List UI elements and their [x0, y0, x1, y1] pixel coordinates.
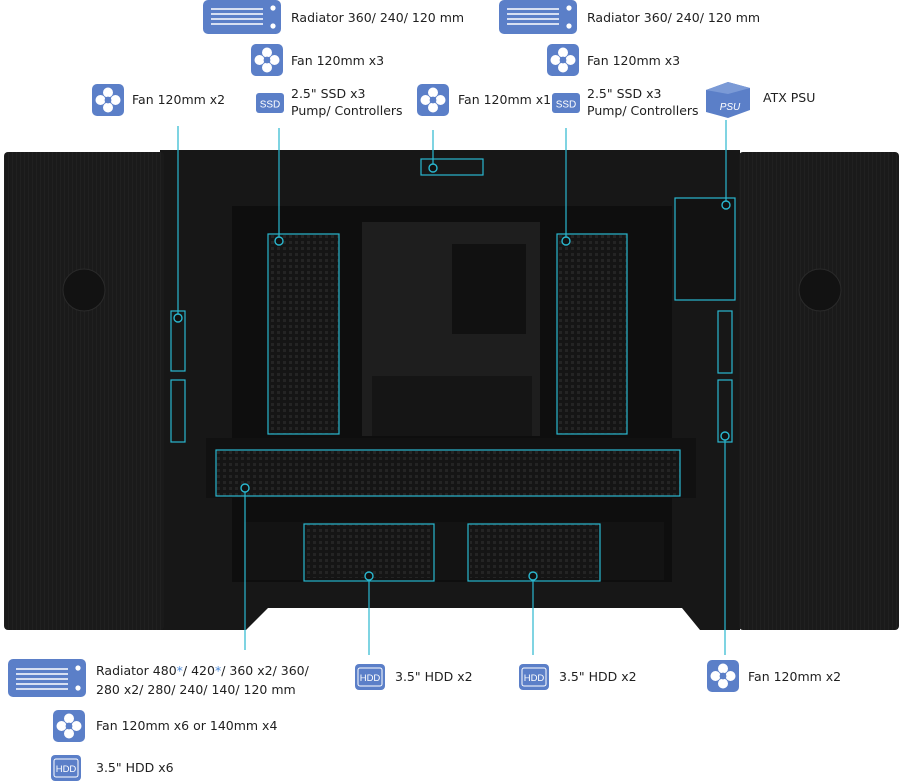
left-fan-label: Fan 120mm x2: [132, 92, 226, 107]
hdd-icon: HDD: [519, 664, 549, 690]
bottom-radiator-label-1: Radiator 480*/ 420*/ 360 x2/ 360/: [96, 662, 309, 680]
bottom-radiator-asterisk: *: [176, 663, 183, 678]
bottom-radiator-text-b: / 420: [182, 663, 215, 678]
top-right-ssd-label-2: Pump/ Controllers: [587, 103, 699, 118]
ssd-icon: SSD: [256, 93, 284, 113]
ssd-icon-text: SSD: [260, 100, 281, 111]
hdd-center-right-label: 3.5" HDD x2: [559, 669, 637, 684]
bottom-radiator-label-2: 280 x2/ 280/ 240/ 140/ 120 mm: [96, 682, 296, 697]
radiator-icon: [8, 659, 86, 697]
right-fan-label: Fan 120mm x2: [748, 669, 842, 684]
radiator-icon: [203, 0, 281, 34]
bottom-hdd-label: 3.5" HDD x6: [96, 760, 174, 775]
hdd-icon: HDD: [355, 664, 385, 690]
bottom-radiator-text-c: / 360 x2/ 360/: [221, 663, 309, 678]
top-left-ssd-label-2: Pump/ Controllers: [291, 103, 403, 118]
top-right-fan-label: Fan 120mm x3: [587, 53, 681, 68]
ssd-icon: SSD: [552, 93, 580, 113]
left-side-panel: [4, 152, 164, 630]
hdd-icon-text: HDD: [56, 764, 77, 775]
fan-icon: [417, 84, 449, 116]
top-left-fan-label: Fan 120mm x3: [291, 53, 385, 68]
fan-icon: [92, 84, 124, 116]
psu-icon-text: PSU: [720, 102, 741, 113]
psu-icon: PSU: [704, 80, 752, 120]
right-side-panel: [739, 152, 899, 630]
top-right-ssd-label-1: 2.5" SSD x3: [587, 86, 662, 101]
hdd-icon-text: HDD: [524, 673, 545, 684]
fan-icon: [547, 44, 579, 76]
fan-icon: [251, 44, 283, 76]
bottom-radiator-text-a: Radiator 480: [96, 663, 177, 678]
top-right-radiator-label: Radiator 360/ 240/ 120 mm: [587, 10, 761, 25]
top-center-fan-label: Fan 120mm x1: [458, 92, 552, 107]
psu-label: ATX PSU: [763, 90, 816, 105]
top-left-ssd-label-1: 2.5" SSD x3: [291, 86, 366, 101]
top-left-radiator-label: Radiator 360/ 240/ 120 mm: [291, 10, 465, 25]
fan-icon: [707, 660, 739, 692]
bottom-fan-label: Fan 120mm x6 or 140mm x4: [96, 718, 278, 733]
fan-icon: [53, 710, 85, 742]
hdd-center-left-label: 3.5" HDD x2: [395, 669, 473, 684]
bottom-radiator-asterisk: *: [214, 663, 222, 678]
hdd-icon-text: HDD: [360, 673, 381, 684]
radiator-icon: [499, 0, 577, 34]
hdd-icon: HDD: [51, 755, 81, 781]
ssd-icon-text: SSD: [556, 100, 577, 111]
